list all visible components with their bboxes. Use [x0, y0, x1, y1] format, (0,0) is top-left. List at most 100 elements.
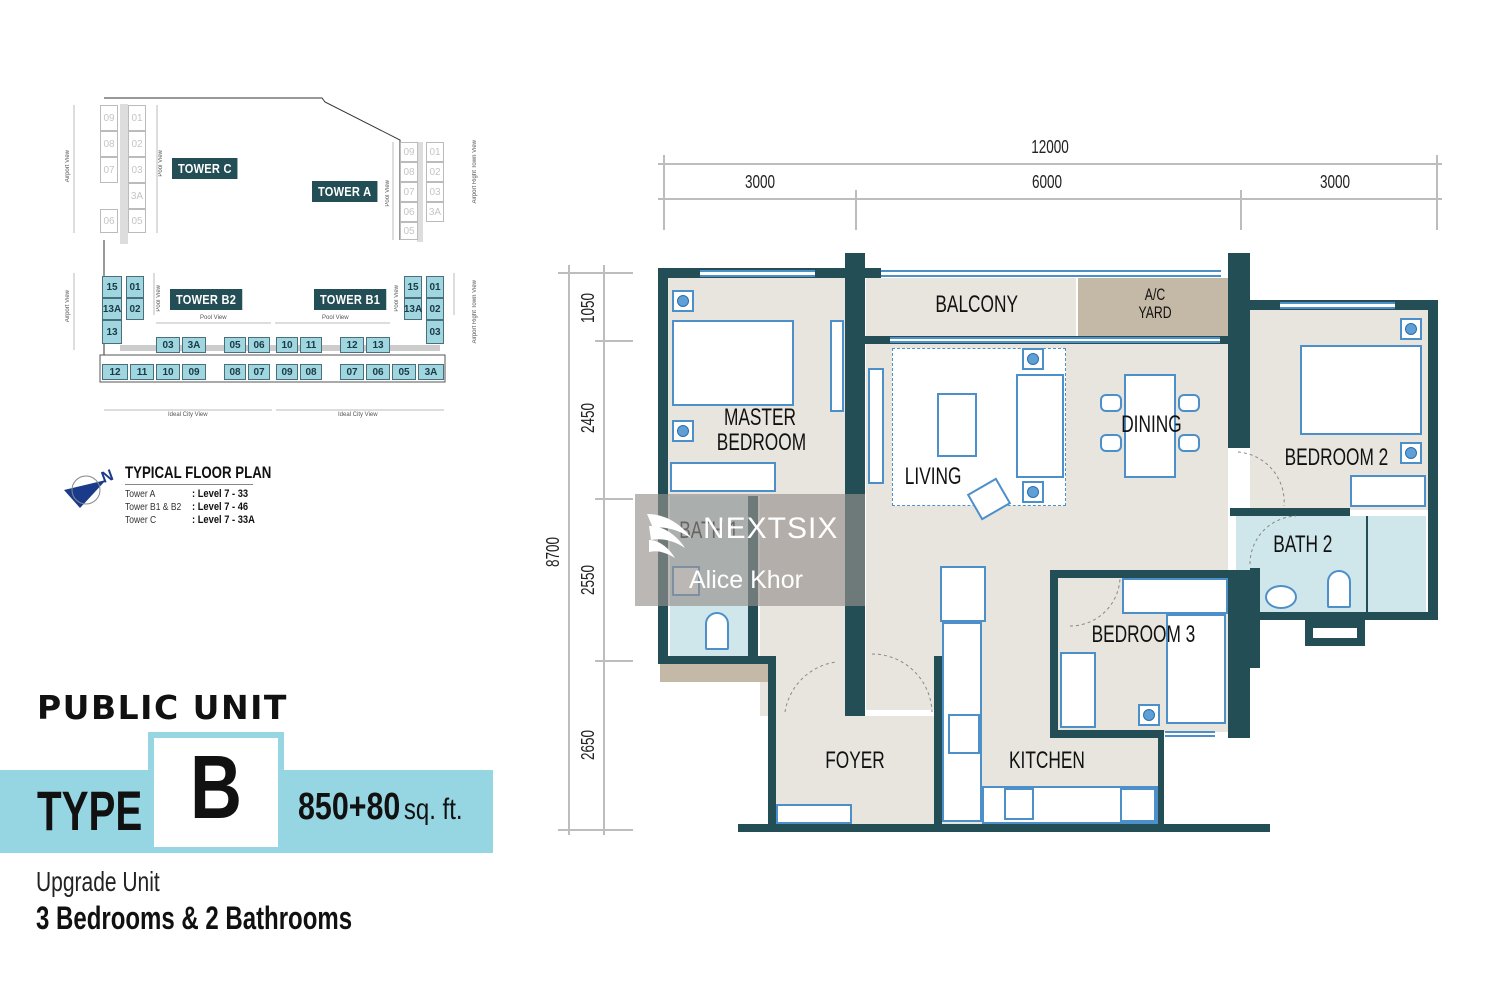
tv-console: [830, 320, 844, 412]
watermark-agent: Alice Khor: [689, 566, 803, 594]
unit-a-09: 09: [400, 142, 418, 162]
bedroom3-label: BEDROOM 3: [1091, 621, 1196, 648]
unit-b2-13: 13: [102, 320, 122, 344]
wall: [1250, 612, 1438, 620]
dim-depth-1: 1050: [578, 293, 598, 324]
unit-c-07: 07: [100, 157, 118, 183]
wall: [1428, 300, 1438, 620]
unit-a-05: 05: [400, 222, 418, 240]
compass-n: N: [99, 467, 116, 487]
unit-upper-03: 03: [156, 337, 180, 353]
unit-c-03: 03: [128, 157, 146, 183]
dim-depth-3: 2550: [578, 565, 598, 596]
pool-view-label: Pool View: [394, 285, 400, 312]
unit-lower-10: 10: [156, 364, 180, 380]
fridge: [940, 566, 986, 622]
legend-title: TYPICAL FLOOR PLAN: [125, 463, 272, 482]
sofa: [1016, 374, 1064, 478]
unit-lower-07: 07: [248, 364, 270, 380]
unit-a-03: 03: [426, 182, 444, 202]
type-letter: B: [190, 738, 242, 838]
airport-view-label: Airport View: [65, 290, 71, 323]
legend-row: Tower C: [125, 515, 157, 526]
wall: [1158, 730, 1164, 830]
master-bedroom-line2: BEDROOM: [716, 429, 807, 457]
watermark: NEXTSIX Alice Khor: [635, 494, 865, 606]
dining-chair: [1178, 434, 1200, 452]
master-bedroom-label: MASTER BEDROOM: [716, 404, 807, 457]
wall: [845, 253, 865, 716]
unit-a-3a: 3A: [426, 202, 444, 222]
pool-view-label: Pool View: [158, 150, 164, 177]
unit-upper-3a: 3A: [182, 337, 206, 353]
unit-rooms: 3 Bedrooms & 2 Bathrooms: [36, 900, 353, 936]
dim-total-width: 12000: [1031, 137, 1069, 157]
unit-lower-11: 11: [130, 364, 154, 380]
dim-width-2: 6000: [1032, 172, 1063, 192]
ac-unit-icon: [1022, 481, 1044, 503]
toilet: [1327, 570, 1351, 608]
dim-width-3: 3000: [1320, 172, 1351, 192]
unit-upper-11: 11: [300, 337, 322, 353]
key-plan: 09 01 08 02 07 03 3A 06 05 09 01 08 02 0…: [60, 90, 478, 420]
unit-lower-09: 09: [182, 364, 206, 380]
unit-subtitle: Upgrade Unit: [36, 866, 160, 897]
tower-a-label: TOWER A: [312, 181, 378, 202]
unit-b2-02: 02: [126, 298, 144, 320]
legend-divider: [125, 484, 253, 485]
window: [881, 270, 1221, 277]
wall: [934, 656, 942, 828]
window: [700, 270, 815, 277]
watermark-brand: NEXTSIX: [703, 512, 839, 545]
bed: [1300, 345, 1422, 435]
pool-view-label: Pool View: [322, 315, 349, 321]
dim-total-depth: 8700: [543, 537, 563, 568]
legend-row: Tower B1 & B2: [125, 502, 182, 513]
unit-lower-08: 08: [224, 364, 246, 380]
unit-lower-12: 12: [102, 364, 128, 380]
wall: [865, 268, 881, 278]
dim-width-1: 3000: [745, 172, 776, 192]
master-bedroom-line1: MASTER: [723, 404, 796, 431]
unit-c-02: 02: [128, 131, 146, 157]
tv-console: [868, 368, 884, 484]
living-label: LIVING: [904, 463, 962, 490]
window: [1280, 302, 1395, 309]
floor-plan-legend: N TYPICAL FLOOR PLAN Tower A : Level 7 -…: [62, 460, 282, 535]
size-unit: sq. ft.: [403, 793, 463, 826]
unit-size: 850+80 sq. ft.: [298, 786, 463, 829]
ac-yard-floor: [1078, 278, 1228, 336]
balcony-floor: [866, 278, 1076, 336]
unit-a-07: 07: [400, 182, 418, 202]
wall: [1228, 570, 1250, 738]
ac-unit-icon: [1400, 318, 1422, 340]
unit-c-09: 09: [100, 105, 118, 131]
desk: [1122, 578, 1228, 614]
unit-c-05: 05: [128, 209, 146, 233]
unit-b1-03: 03: [426, 320, 444, 344]
unit-b1-01: 01: [426, 276, 444, 298]
unit-c-06: 06: [100, 209, 118, 233]
unit-upper-10: 10: [276, 337, 298, 353]
toilet: [705, 612, 729, 650]
bath2-label: BATH 2: [1273, 531, 1333, 558]
unit-lower-07b: 07: [340, 364, 364, 380]
compass-icon: N: [64, 467, 116, 508]
dining-chair: [1100, 394, 1122, 412]
legend-row-levels: : Level 7 - 46: [192, 501, 249, 513]
ac-unit-icon: [672, 420, 694, 442]
shoe-cabinet: [776, 804, 852, 824]
unit-b1-02: 02: [426, 298, 444, 320]
unit-a-06: 06: [400, 202, 418, 222]
dining-label: DINING: [1121, 411, 1182, 438]
unit-lower-09b: 09: [276, 364, 298, 380]
unit-upper-06: 06: [248, 337, 270, 353]
sink: [1004, 788, 1034, 820]
unit-a-02: 02: [426, 162, 444, 182]
washer: [1120, 788, 1156, 822]
unit-b1-15: 15: [404, 276, 422, 298]
wardrobe: [1350, 475, 1426, 507]
type-label: TYPE: [37, 779, 143, 842]
unit-c-01: 01: [128, 105, 146, 131]
airport-view-label: Airport View: [65, 150, 71, 183]
